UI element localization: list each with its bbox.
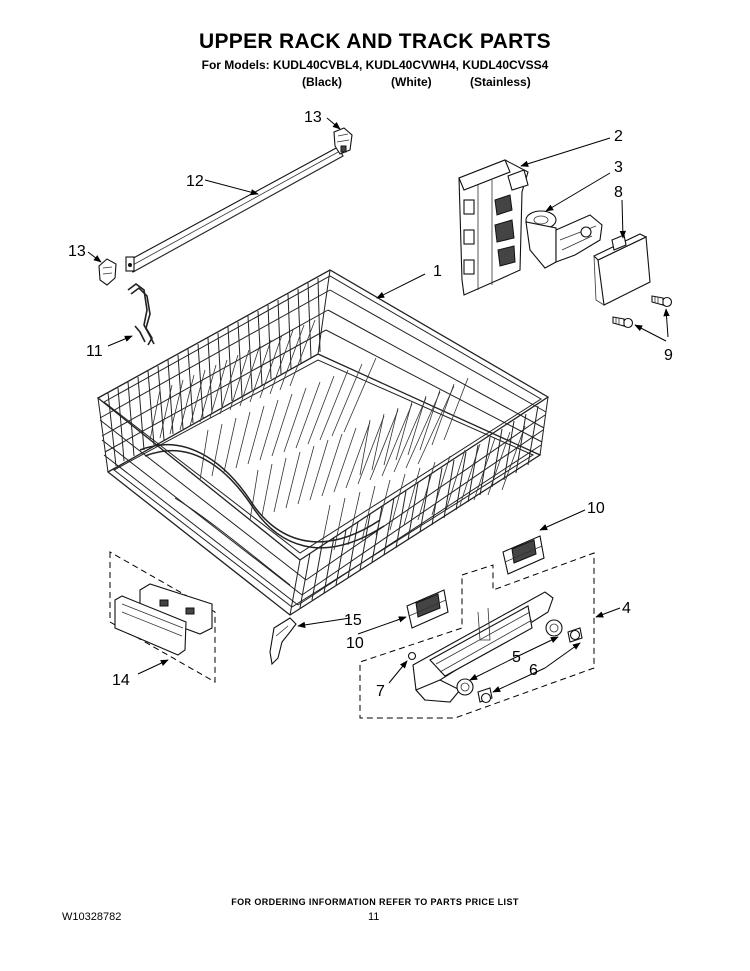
variant-white: (White) [391,75,432,89]
page-title: UPPER RACK AND TRACK PARTS [199,30,551,53]
callout-10-right: 10 [587,500,605,517]
roller-clip-right-part-10 [502,535,545,575]
rack-bumper-group-part-14 [109,551,216,683]
leader-lines [87,117,670,693]
callout-1: 1 [433,263,442,280]
callout-5: 5 [512,649,521,666]
rail-end-cap-top-part-13 [333,127,353,155]
callout-7: 7 [376,683,385,700]
page-number: 11 [368,911,380,923]
track-assembly-part-4 [359,552,595,719]
variant-stainless: (Stainless) [470,75,531,89]
rack-adjuster-housing-part-2 [458,159,529,296]
axle-left-part-6 [477,687,493,704]
adjuster-cover-part-8 [593,233,651,306]
callout-6: 6 [529,662,538,679]
track-screw-part-7 [407,651,417,661]
callout-8: 8 [614,184,623,201]
callout-9: 9 [664,347,673,364]
callout-15: 15 [344,612,362,629]
callout-14: 14 [112,672,130,689]
roller-clip-left-part-10 [406,589,449,629]
upper-rack-part-1 [96,269,550,616]
callout-10-left: 10 [346,635,364,652]
callout-4: 4 [622,600,631,617]
rack-stop-clip-part-15 [269,617,297,666]
track-wheel-right-part-5 [545,619,563,637]
callout-13-left: 13 [68,243,86,260]
variant-black: (Black) [302,75,343,89]
screw-upper-part-9 [651,295,673,308]
callout-11: 11 [86,343,103,360]
model-list: For Models: KUDL40CVBL4, KUDL40CVWH4, KU… [201,58,549,72]
callout-12: 12 [186,173,204,190]
document-number: W10328782 [62,911,122,923]
rail-end-cap-bottom-part-13 [98,258,117,286]
track-wheel-left-part-5 [456,678,474,696]
wire-clip-part-11 [127,283,155,346]
callout-2: 2 [614,128,623,145]
ordering-info: FOR ORDERING INFORMATION REFER TO PARTS … [231,897,519,907]
rack-rail-part-12 [125,146,344,273]
screw-lower-part-9 [612,316,634,329]
callout-3: 3 [614,159,623,176]
adjuster-lever-part-3 [525,210,603,269]
callout-13-top: 13 [304,109,322,126]
axle-right-part-6 [567,627,583,643]
